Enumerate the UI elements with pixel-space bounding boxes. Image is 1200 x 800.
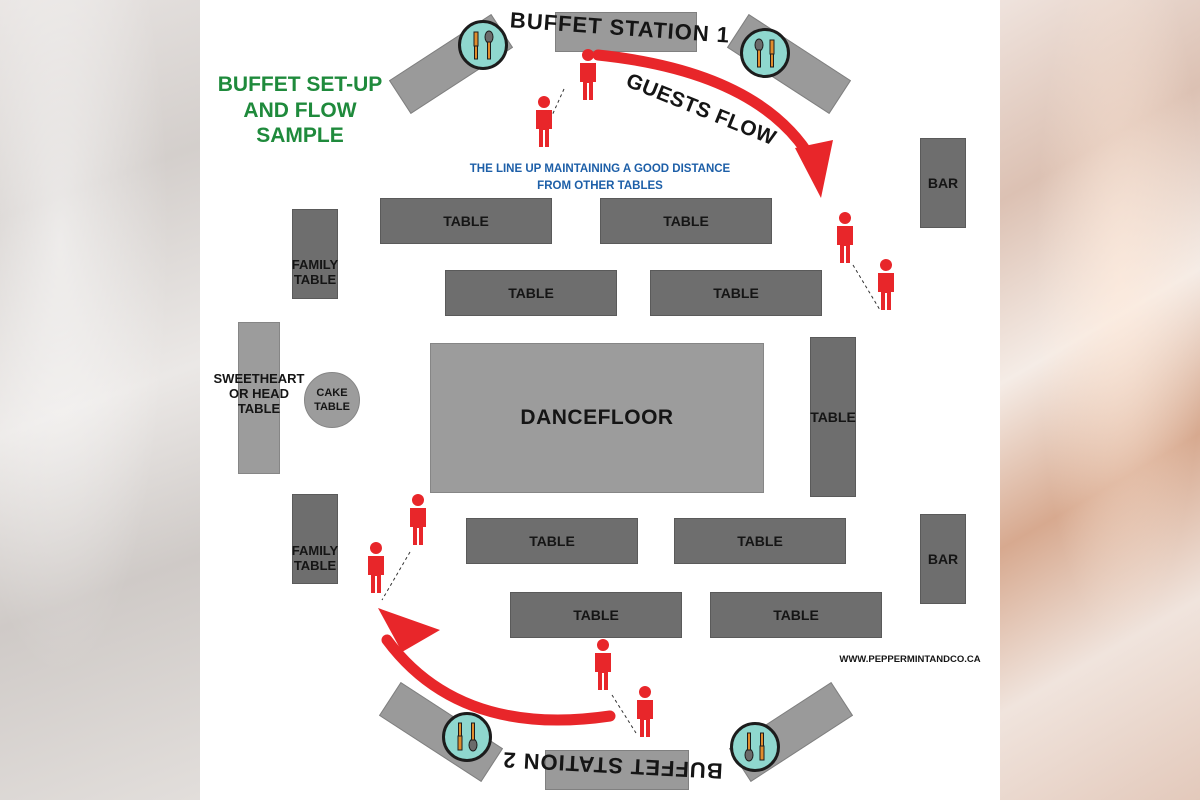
person-icon xyxy=(580,49,596,100)
bar-top: BAR xyxy=(920,138,966,228)
guest-table: TABLE xyxy=(466,518,638,564)
floor-plan: BUFFET SET-UP AND FLOW SAMPLE THE LINE U… xyxy=(200,0,1000,800)
buffet-station-2-center xyxy=(545,750,689,790)
person-icon xyxy=(536,96,552,147)
guest-table: TABLE xyxy=(710,592,882,638)
marble-background-right xyxy=(1000,0,1200,800)
guest-table: TABLE xyxy=(810,337,856,497)
curved-arrow-icon xyxy=(381,634,616,726)
arrowhead-bottom xyxy=(378,608,440,652)
guest-table: TABLE xyxy=(600,198,772,244)
fork-knife-plate-icon xyxy=(442,712,492,762)
person-icon xyxy=(595,639,611,690)
fork-knife-glyph xyxy=(754,38,775,68)
flow-arrows xyxy=(378,49,881,734)
person-icon xyxy=(878,259,894,310)
guest-table: TABLE xyxy=(674,518,846,564)
website-credit: WWW.PEPPERMINTANDCO.CA xyxy=(839,654,981,665)
guest-table: TABLE xyxy=(380,198,552,244)
diagram-title: BUFFET SET-UP AND FLOW SAMPLE xyxy=(217,73,383,148)
person-icon xyxy=(410,494,426,545)
family-table-top xyxy=(292,209,338,299)
fork-knife-glyph xyxy=(744,732,765,762)
dancefloor: DANCEFLOOR xyxy=(430,343,764,493)
buffet-station-1-center xyxy=(555,12,697,52)
bar-bottom: BAR xyxy=(920,514,966,604)
guest-table: TABLE xyxy=(510,592,682,638)
guest-table: TABLE xyxy=(650,270,822,316)
person-icon xyxy=(368,542,384,593)
marble-background-left xyxy=(0,0,200,800)
guest-table: TABLE xyxy=(445,270,617,316)
spacing-line xyxy=(611,694,637,734)
person-icon xyxy=(837,212,853,263)
fork-knife-glyph xyxy=(457,722,478,752)
fork-knife-glyph xyxy=(473,30,494,60)
fork-knife-plate-icon xyxy=(458,20,508,70)
fork-knife-plate-icon xyxy=(730,722,780,772)
distance-note: THE LINE UP MAINTAINING A GOOD DISTANCE … xyxy=(469,163,731,192)
sweetheart-table xyxy=(238,322,280,474)
spacing-line xyxy=(852,264,881,311)
curved-arrow-icon xyxy=(592,49,818,166)
fork-knife-plate-icon xyxy=(740,28,790,78)
person-icon xyxy=(637,686,653,737)
arrowhead-top xyxy=(795,140,833,198)
family-table-bottom xyxy=(292,494,338,584)
